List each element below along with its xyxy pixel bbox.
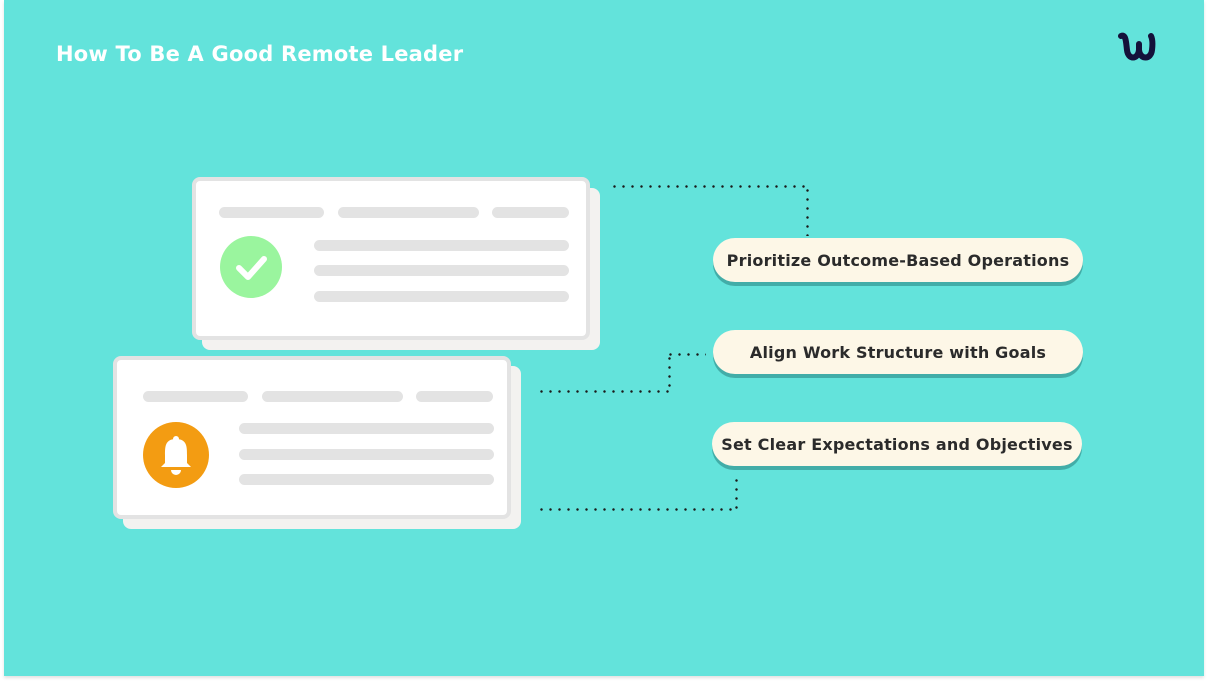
- placeholder-bar: [338, 207, 479, 218]
- slide-canvas: How To Be A Good Remote Leader: [4, 0, 1204, 676]
- placeholder-bar: [492, 207, 569, 218]
- item-prioritize-outcome-based-operations[interactable]: Prioritize Outcome-Based Operations: [713, 238, 1083, 282]
- connector-middle-horizontal-a: [666, 353, 706, 356]
- connector-middle-vertical: [668, 354, 671, 392]
- placeholder-bar: [314, 240, 569, 251]
- connector-top-horizontal: [610, 185, 810, 188]
- item-set-clear-expectations[interactable]: Set Clear Expectations and Objectives: [712, 422, 1082, 466]
- connector-bottom-vertical: [735, 476, 738, 510]
- item-label: Align Work Structure with Goals: [749, 342, 1047, 362]
- success-card: [192, 177, 590, 340]
- check-icon: [220, 236, 282, 298]
- placeholder-bar: [143, 391, 248, 402]
- notification-card: [113, 356, 511, 519]
- page-title: How To Be A Good Remote Leader: [56, 42, 464, 66]
- w-logo-icon: [1118, 32, 1156, 61]
- bell-icon: [143, 422, 209, 488]
- connector-top-vertical: [806, 186, 809, 236]
- connector-bottom-horizontal: [537, 508, 737, 511]
- placeholder-bar: [416, 391, 493, 402]
- placeholder-bar: [219, 207, 324, 218]
- placeholder-bar: [239, 423, 494, 434]
- placeholder-bar: [239, 449, 494, 460]
- placeholder-bar: [314, 291, 569, 302]
- placeholder-bar: [314, 265, 569, 276]
- item-align-work-structure[interactable]: Align Work Structure with Goals: [713, 330, 1083, 374]
- item-label: Set Clear Expectations and Objectives: [721, 434, 1073, 454]
- placeholder-bar: [239, 474, 494, 485]
- placeholder-bar: [262, 391, 403, 402]
- connector-middle-horizontal-b: [537, 390, 671, 393]
- item-label: Prioritize Outcome-Based Operations: [726, 250, 1070, 270]
